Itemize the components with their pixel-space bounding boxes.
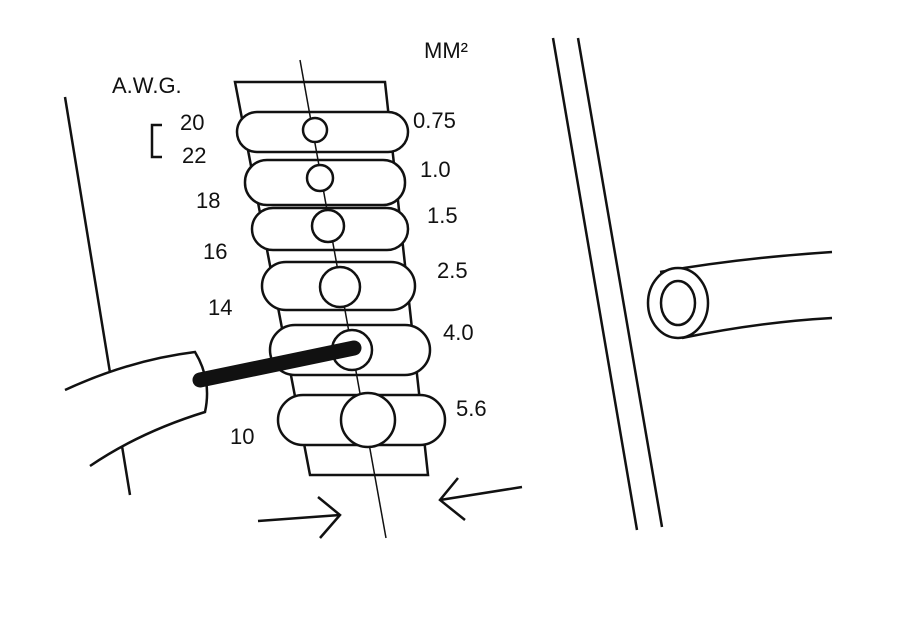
hole-3 bbox=[310, 208, 346, 244]
awg-label: 20 bbox=[180, 110, 204, 135]
awg-label: 18 bbox=[196, 188, 220, 213]
wire-conductor bbox=[192, 340, 362, 388]
mm-label: 1.5 bbox=[427, 203, 458, 228]
arrow-left-shaft bbox=[439, 485, 523, 502]
cable-cross-section bbox=[646, 250, 833, 340]
awg-label: 16 bbox=[203, 239, 227, 264]
mm-label: 4.0 bbox=[443, 320, 474, 345]
mm-title: MM² bbox=[424, 38, 468, 63]
mm-label: 2.5 bbox=[437, 258, 468, 283]
tool-jaw-right-edge-inner bbox=[576, 37, 664, 528]
awg-bracket bbox=[150, 123, 162, 159]
tool-jaw-right-edge-outer bbox=[551, 37, 639, 531]
arrow-right-shaft bbox=[257, 513, 341, 523]
awg-label: 14 bbox=[208, 295, 232, 320]
inserted-wire bbox=[64, 340, 362, 468]
hole-4 bbox=[318, 265, 362, 309]
squeeze-arrows bbox=[257, 477, 523, 539]
awg-label: 10 bbox=[230, 424, 254, 449]
arrow-left-head bbox=[438, 477, 466, 521]
awg-title: A.W.G. bbox=[112, 73, 182, 98]
gauge-die bbox=[233, 59, 447, 539]
hole-1 bbox=[301, 116, 329, 144]
hole-2 bbox=[305, 163, 335, 193]
wire-insulation bbox=[64, 350, 209, 468]
cable-end-inner bbox=[659, 279, 697, 327]
arrow-right-head bbox=[317, 496, 342, 539]
cable-bottom-edge bbox=[681, 316, 833, 340]
mm-label: 5.6 bbox=[456, 396, 487, 421]
awg-label: 22 bbox=[182, 143, 206, 168]
mm-label: 1.0 bbox=[420, 157, 451, 182]
hole-6 bbox=[339, 391, 397, 449]
mm-label: 0.75 bbox=[413, 108, 456, 133]
